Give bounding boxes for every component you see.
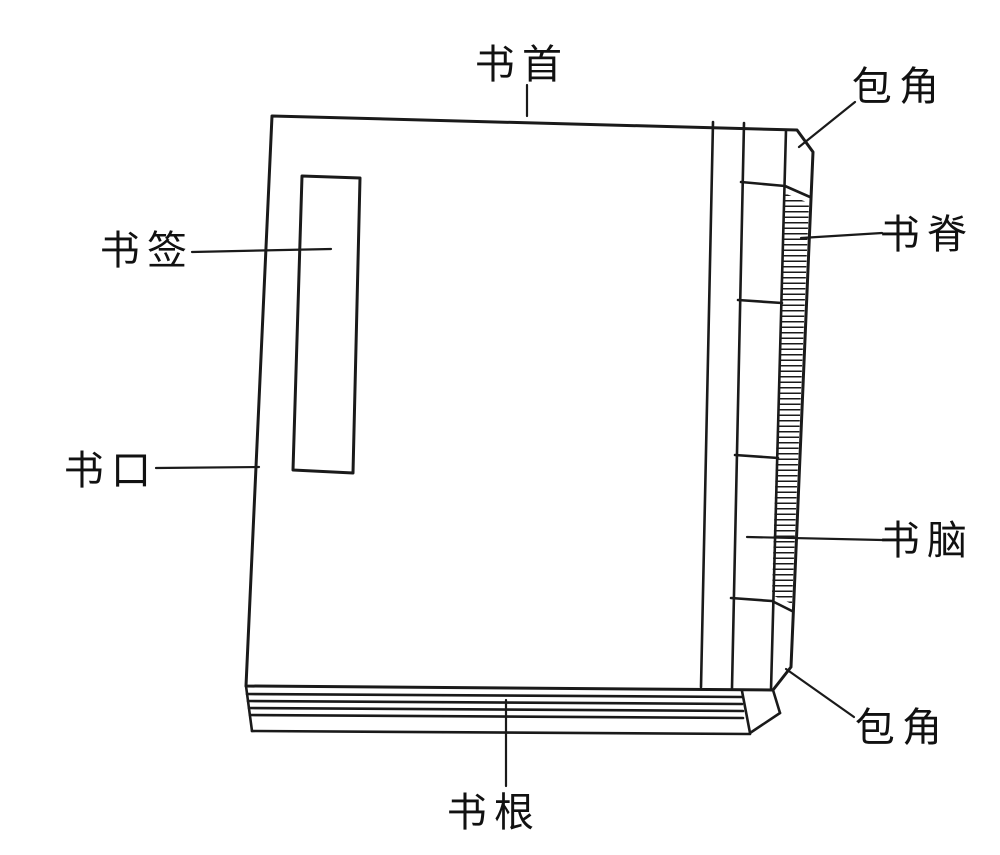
leader-fore-edge [154, 465, 261, 470]
labels: 书首 包角 书脊 书签 书口 书脑 包角 书根 [64, 42, 974, 836]
page-block-right-corner [740, 689, 752, 735]
label-bookmark-slip: 书签 [100, 228, 194, 274]
leader-corner-bottom [784, 667, 856, 719]
spine-panel-divider-2 [733, 453, 780, 460]
leader-lines [154, 83, 884, 788]
leader-corner-top [797, 100, 857, 149]
label-fore-edge: 书口 [64, 448, 158, 494]
page-block-bottom-edge [250, 729, 752, 736]
corner-piece-bottom-edge [729, 596, 794, 613]
leader-bookmark-slip [190, 247, 333, 254]
spine-underside-edge-1 [771, 688, 782, 715]
leader-binding-margin [745, 535, 884, 542]
spine-underside-edge-2 [748, 711, 782, 735]
corner-piece-top-edge [739, 180, 812, 199]
label-book-root: 书根 [447, 790, 541, 836]
page-edge-line-4 [248, 713, 745, 720]
page-edge-line-3 [247, 706, 745, 713]
label-book-head: 书首 [475, 42, 569, 88]
label-wrapped-corner-bottom: 包角 [855, 705, 949, 751]
spine-panel-divider-1 [736, 298, 784, 305]
page-edge-line-1 [245, 692, 744, 699]
label-binding-margin: 书脑 [880, 518, 974, 564]
leader-book-spine [799, 231, 884, 240]
page-edge-line-2 [246, 699, 744, 706]
spine-hatching [772, 193, 809, 604]
binding-strip-line-left [699, 120, 715, 689]
label-book-spine: 书脊 [880, 212, 974, 258]
book-drawing [244, 114, 815, 736]
label-wrapped-corner-top: 包角 [852, 64, 946, 110]
binding-strip-line-right [730, 121, 746, 690]
bookmark-slip [291, 174, 362, 475]
page-edges-bottom [244, 684, 782, 736]
